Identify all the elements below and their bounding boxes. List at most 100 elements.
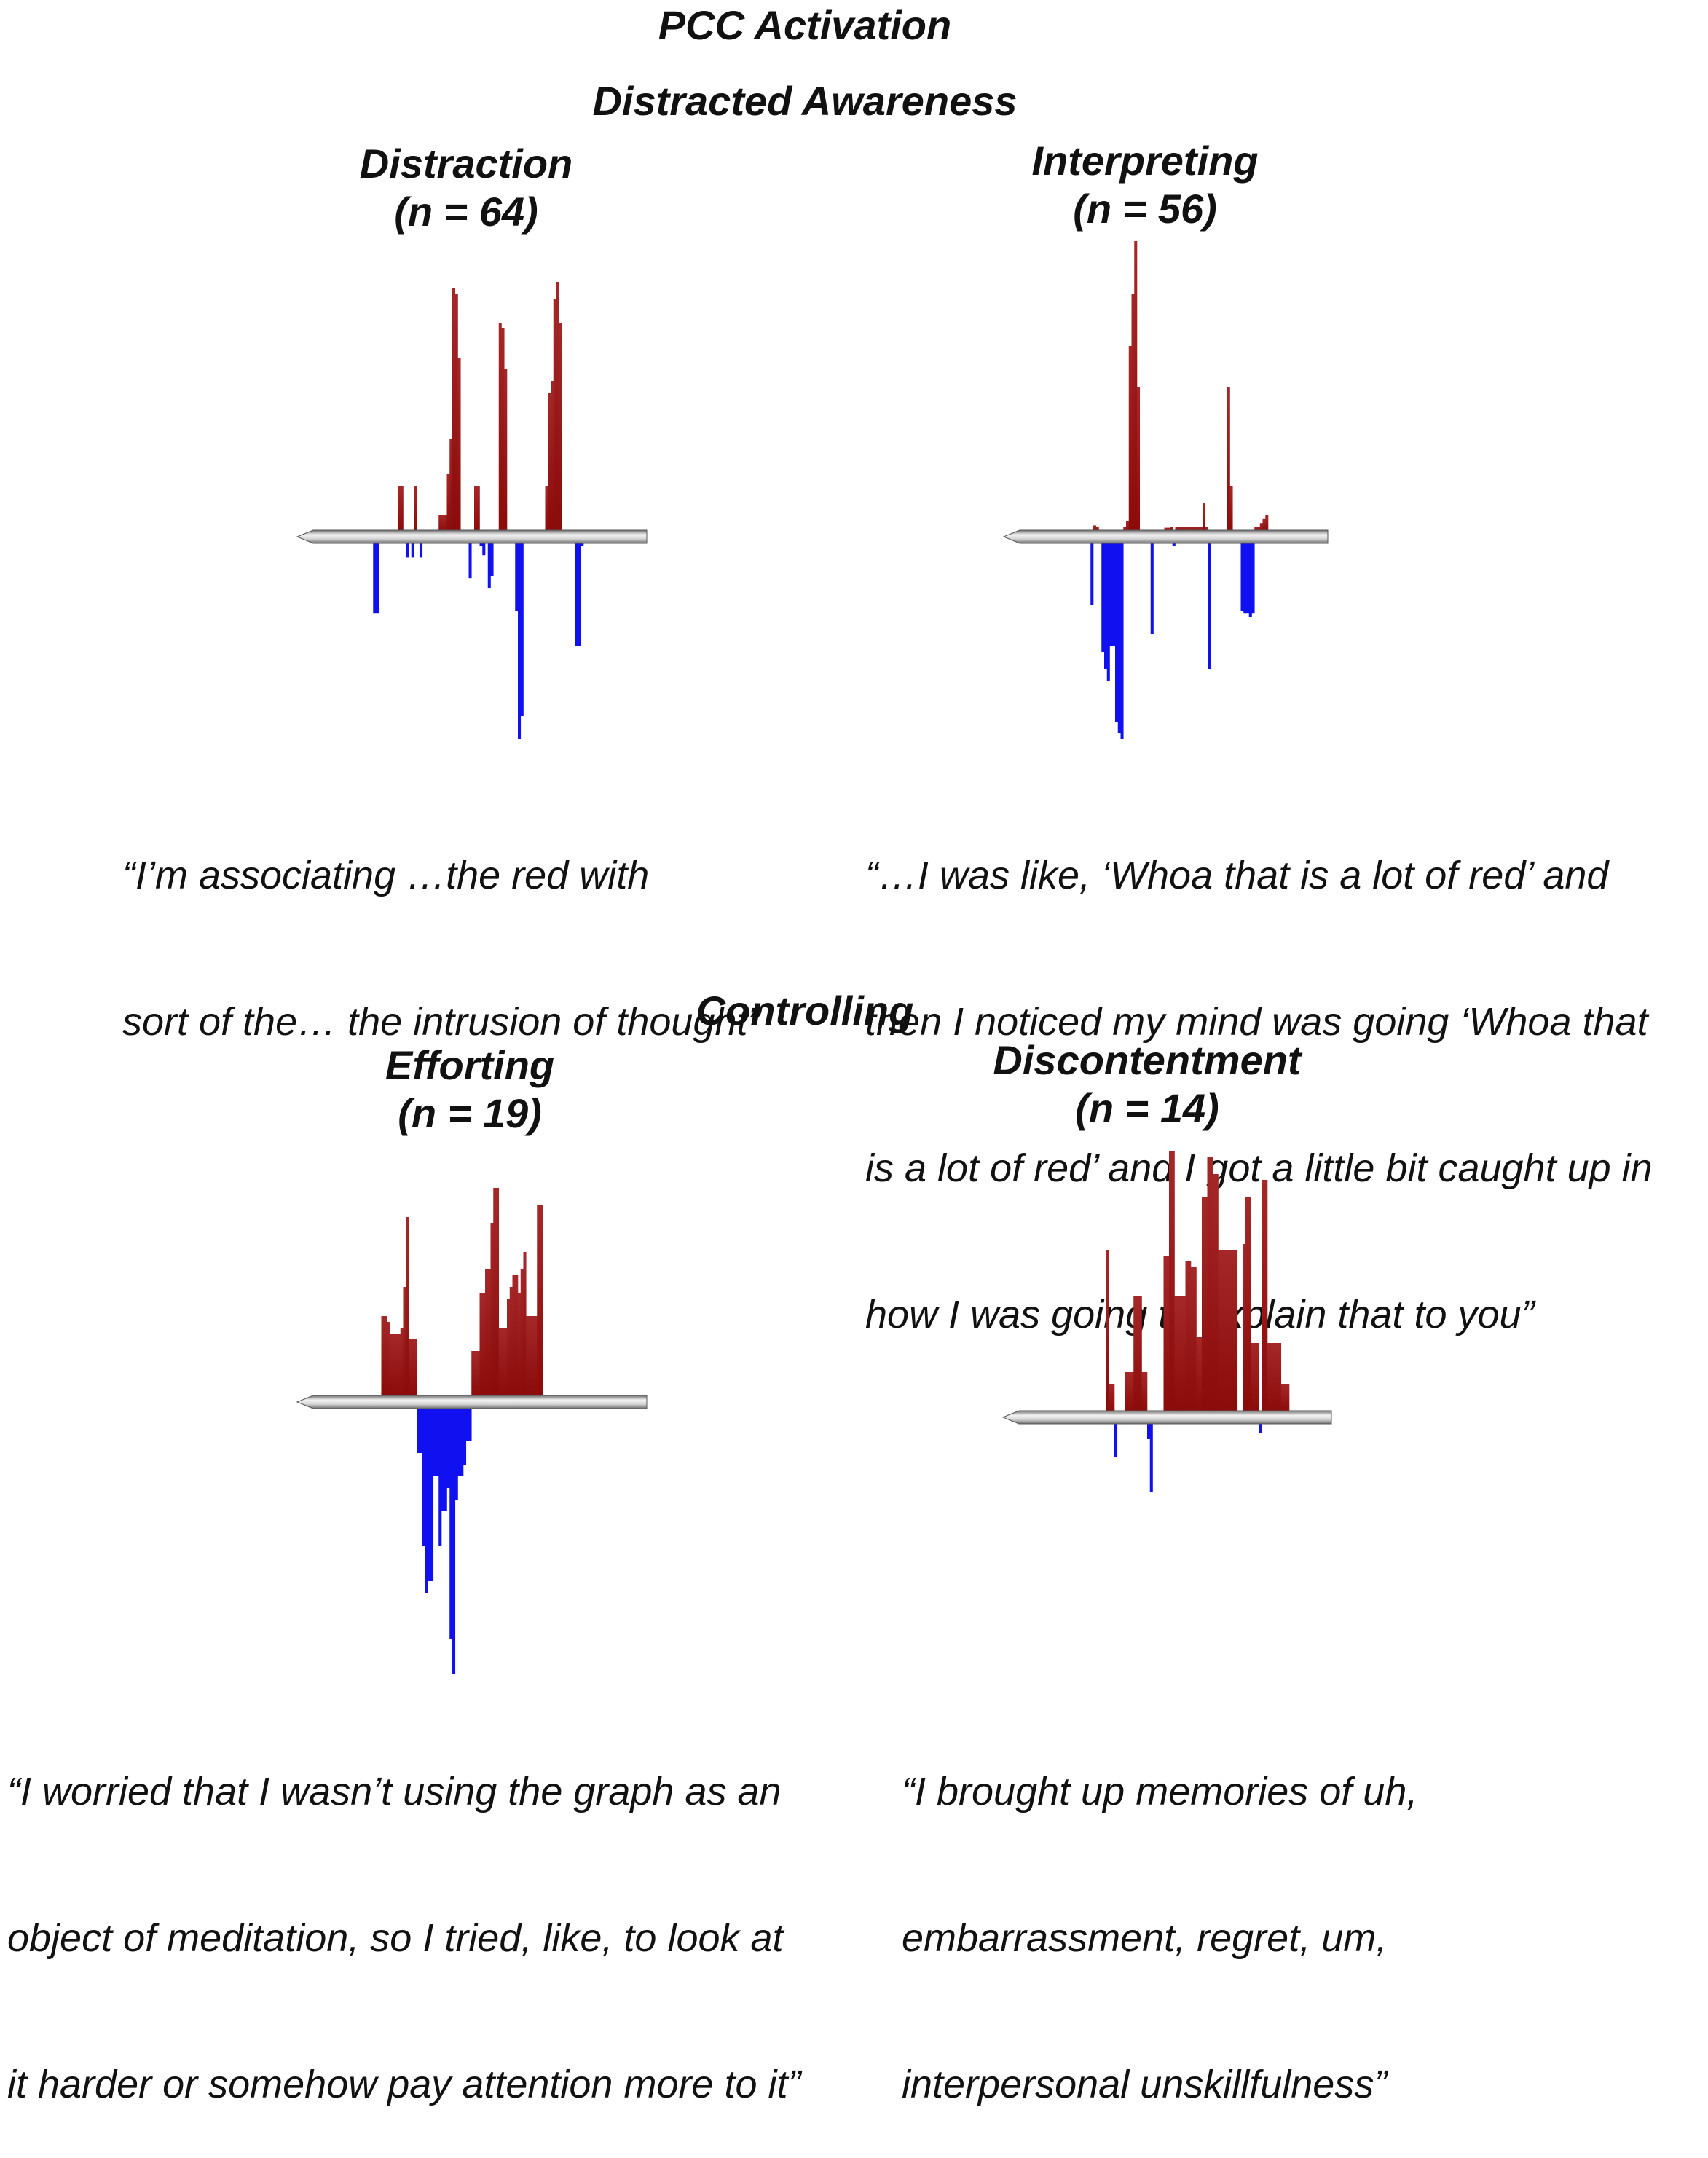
bar-activation: [1232, 1250, 1235, 1413]
bar-deactivation: [518, 541, 522, 739]
bar-activation: [1207, 1157, 1211, 1413]
bar-deactivation: [1117, 541, 1121, 733]
bar-deactivation: [1240, 541, 1244, 611]
panel-n-label: (n = 14): [1075, 1085, 1219, 1131]
bar-activation: [551, 381, 554, 532]
bar-activation: [1262, 1180, 1265, 1413]
bar-deactivation: [430, 1406, 434, 1581]
bar-activation: [520, 1269, 524, 1398]
bar-activation: [1185, 1261, 1189, 1413]
quote-distraction: “I’m associating …the red with sort of t…: [122, 754, 761, 1095]
bar-deactivation: [1251, 541, 1255, 614]
bar-deactivation: [444, 1406, 447, 1511]
bar-activation: [1270, 1343, 1273, 1413]
bar-activation: [509, 1287, 513, 1398]
bar-activation: [1136, 1296, 1140, 1413]
bar-activation: [1265, 515, 1269, 532]
bar-activation: [1138, 1296, 1142, 1413]
bar-activation: [1189, 527, 1192, 532]
quote-line: it harder or somehow pay attention more …: [7, 2063, 801, 2106]
bar-deactivation: [373, 541, 377, 614]
bar-deactivation: [1243, 541, 1247, 614]
bar-activation: [452, 288, 456, 532]
quote-line: embarrassment, regret, um,: [902, 1916, 1388, 1960]
bar-activation: [512, 1275, 516, 1398]
panel-title-text: Discontentment: [993, 1037, 1302, 1083]
zero-axis: [296, 529, 648, 544]
bar-deactivation: [520, 541, 524, 716]
panel-title-efforting: Efforting (n = 19): [215, 1041, 725, 1138]
bar-deactivation: [417, 1406, 420, 1453]
bar-activation: [1178, 527, 1181, 532]
bar-activation: [1262, 518, 1266, 532]
quote-efforting: “I worried that I wasn’t using the graph…: [7, 1670, 801, 2158]
bar-activation: [441, 515, 445, 532]
bar-chart-interpreting: [1002, 241, 1329, 739]
bar-activation: [1095, 527, 1099, 532]
bar-activation: [1254, 1343, 1257, 1413]
bar-deactivation: [1090, 541, 1094, 605]
bar-deactivation: [1208, 541, 1211, 669]
bar-deactivation: [1112, 541, 1116, 646]
bar-activation: [1229, 1250, 1232, 1413]
bar-activation: [518, 1293, 522, 1398]
bar-deactivation: [428, 1406, 431, 1581]
bar-activation: [1257, 527, 1261, 532]
bar-deactivation: [487, 541, 491, 588]
bar-activation: [1251, 1343, 1254, 1413]
bar-activation: [1210, 1157, 1213, 1413]
bar-activation: [1264, 1180, 1268, 1413]
bar-activation: [1226, 1250, 1229, 1413]
bar-activation: [1199, 1337, 1203, 1413]
bar-deactivation: [468, 541, 472, 579]
bar-deactivation: [1150, 541, 1154, 634]
bar-activation: [498, 1328, 502, 1398]
bar-activation: [1166, 1256, 1170, 1413]
bar-activation: [471, 1351, 475, 1398]
bar-deactivation: [449, 1406, 453, 1639]
bar-activation: [1180, 1296, 1184, 1413]
bar-deactivation: [441, 1406, 445, 1511]
bar-deactivation: [1248, 541, 1252, 617]
bar-activation: [531, 1316, 535, 1398]
bar-deactivation: [438, 1406, 442, 1546]
bar-activation: [548, 393, 551, 532]
bar-chart-efforting: [296, 1188, 648, 1674]
bar-activation: [556, 282, 559, 532]
bar-activation: [1280, 1384, 1284, 1413]
bar-activation: [449, 439, 453, 532]
bar-activation: [487, 1269, 491, 1398]
bar-deactivation: [575, 541, 578, 646]
bar-deactivation: [376, 541, 379, 614]
bar-deactivation: [420, 541, 423, 558]
bar-activation: [1177, 1296, 1181, 1413]
bar-activation: [454, 294, 458, 532]
bar-activation: [504, 369, 508, 532]
bar-activation: [540, 1205, 543, 1398]
bar-deactivation: [1149, 1422, 1153, 1492]
bar-deactivation: [1109, 541, 1113, 646]
bar-activation: [545, 486, 548, 532]
bar-activation: [446, 474, 450, 532]
bar-activation: [1144, 1372, 1148, 1413]
bar-activation: [444, 515, 447, 532]
quote-line: “I’m associating …the red with: [122, 854, 650, 897]
quote-line: interpersonal unskillfulness”: [902, 2063, 1388, 2106]
bar-deactivation: [446, 1406, 450, 1488]
panel-title-discontentment: Discontentment (n = 14): [892, 1036, 1402, 1133]
bar-activation: [1171, 1151, 1175, 1413]
zero-axis: [1001, 1410, 1332, 1425]
bar-activation: [403, 1287, 406, 1398]
bar-deactivation: [1115, 541, 1119, 722]
bar-deactivation: [465, 1406, 469, 1441]
bar-activation: [1229, 486, 1233, 532]
quote-line: then I noticed my mind was going ‘Whoa t…: [865, 1000, 1648, 1044]
bar-activation: [1106, 1250, 1109, 1413]
bar-activation: [457, 358, 461, 532]
bar-activation: [1137, 387, 1141, 532]
bar-activation: [1204, 1197, 1208, 1413]
bar-activation: [1197, 527, 1200, 532]
bar-activation: [1203, 503, 1206, 532]
bar-activation: [474, 486, 478, 532]
bar-activation: [1196, 1337, 1200, 1413]
